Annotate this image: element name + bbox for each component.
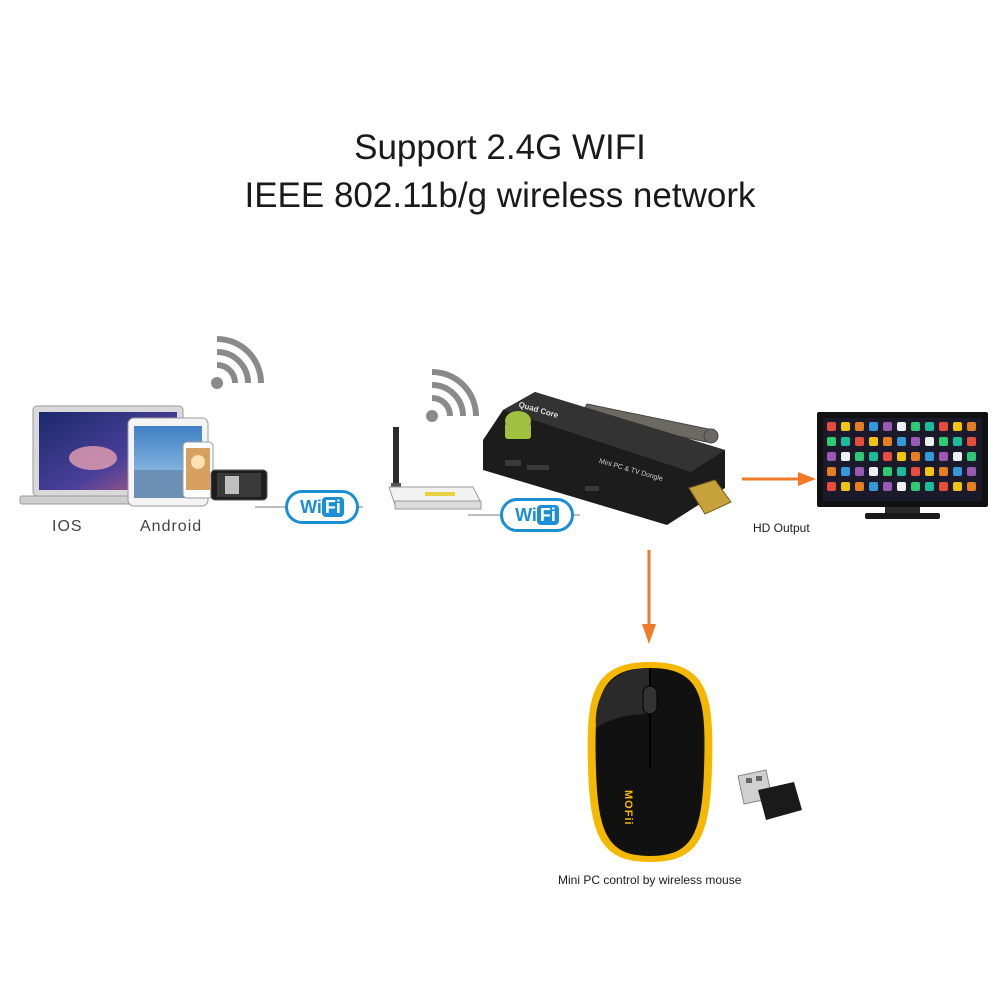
tv-app-tile <box>827 422 836 431</box>
wifi-badge-prefix: Wi <box>515 505 537 525</box>
tv-app-tile <box>939 482 948 491</box>
tv-app-tile <box>855 437 864 446</box>
tv-app-tile <box>925 452 934 461</box>
tv-app-tile <box>911 482 920 491</box>
tv-app-tile <box>883 422 892 431</box>
tv-app-tile <box>925 482 934 491</box>
tv-app-tile <box>869 452 878 461</box>
arrow-icon <box>742 472 816 486</box>
label-ios: IOS <box>52 518 83 535</box>
hdmi-plug-icon <box>688 479 732 515</box>
tv-app-tile <box>939 467 948 476</box>
mouse-brand-text: MOFii <box>622 790 634 826</box>
wireless-mouse-icon <box>587 662 713 862</box>
tv-app-tile <box>827 437 836 446</box>
tv-app-tile <box>827 452 836 461</box>
tv-app-tile <box>855 422 864 431</box>
tv-app-tile <box>841 422 850 431</box>
tv-app-tile <box>869 437 878 446</box>
wifi-signal-icon <box>211 336 264 389</box>
tv-app-tile <box>897 467 906 476</box>
tv-app-tile <box>883 452 892 461</box>
tv-app-tile <box>939 437 948 446</box>
tv-app-tile <box>911 467 920 476</box>
tv-app-tile <box>967 452 976 461</box>
wifi-signal-icon <box>426 369 479 422</box>
wifi-badge-suffix: Fi <box>321 497 344 517</box>
tv-app-tile <box>869 467 878 476</box>
tv-app-tile <box>897 422 906 431</box>
tv-app-tile <box>883 437 892 446</box>
tv-app-tile <box>953 482 962 491</box>
tv-app-tile <box>855 467 864 476</box>
tv-app-tile <box>869 482 878 491</box>
tv-app-tile <box>897 482 906 491</box>
router-icon <box>388 427 482 510</box>
tv-app-tile <box>897 452 906 461</box>
tv-app-tile <box>841 467 850 476</box>
mini-pc-dongle <box>483 392 732 525</box>
tv-app-tile <box>967 437 976 446</box>
tv-app-tile <box>827 467 836 476</box>
tv-app-tile <box>967 467 976 476</box>
tv-icon <box>817 412 988 519</box>
label-hd-output: HD Output <box>753 521 810 535</box>
client-devices <box>19 405 268 507</box>
android-logo-icon <box>505 411 531 439</box>
tv-app-tile <box>869 422 878 431</box>
tv-app-tile <box>953 422 962 431</box>
tv-app-tile <box>897 437 906 446</box>
tv-app-tile <box>925 467 934 476</box>
tv-app-tile <box>841 452 850 461</box>
phone-icon <box>182 441 214 499</box>
tv-app-tile <box>855 482 864 491</box>
tv-app-tile <box>925 437 934 446</box>
heading-line-2: IEEE 802.11b/g wireless network <box>244 176 756 215</box>
arrow-icon <box>642 550 656 644</box>
tv-app-tile <box>911 422 920 431</box>
phone-landscape-icon <box>210 469 268 501</box>
tv-app-tile <box>925 422 934 431</box>
tv-app-tile <box>827 482 836 491</box>
tv-app-tile <box>841 482 850 491</box>
heading-line-1: Support 2.4G WIFI <box>354 128 646 167</box>
tv-app-tile <box>967 422 976 431</box>
tv-app-tile <box>953 452 962 461</box>
tv-app-tile <box>939 422 948 431</box>
tv-app-tile <box>967 482 976 491</box>
wifi-badge-prefix: Wi <box>300 497 322 517</box>
tv-app-tile <box>855 452 864 461</box>
tv-app-tile <box>953 437 962 446</box>
usb-receiver-icon <box>737 769 802 820</box>
tv-app-tile <box>883 482 892 491</box>
label-mouse-caption: Mini PC control by wireless mouse <box>558 873 742 887</box>
tv-app-tile <box>911 452 920 461</box>
wifi-badge-suffix: Fi <box>536 505 559 525</box>
label-android: Android <box>140 518 203 535</box>
tv-app-tile <box>883 467 892 476</box>
tv-app-tile <box>953 467 962 476</box>
tv-app-tile <box>841 437 850 446</box>
tv-app-tile <box>911 437 920 446</box>
tv-app-tile <box>939 452 948 461</box>
